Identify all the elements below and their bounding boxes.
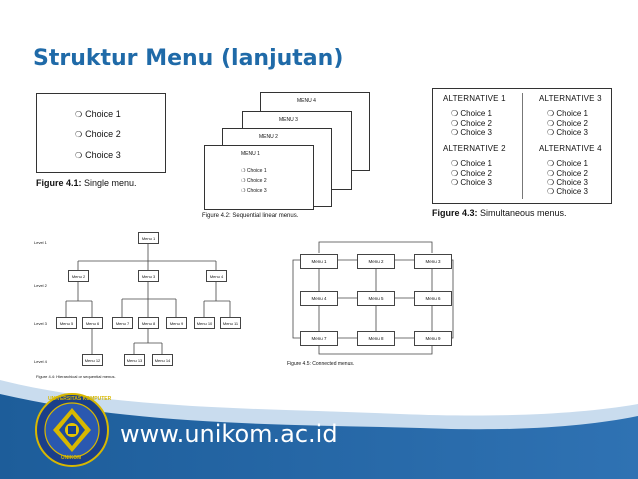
alternative-choice: ❍ Choice 1 xyxy=(547,109,588,118)
connected-node: Menu 4 xyxy=(300,291,338,306)
hierarchy-node: Menu 2 xyxy=(68,270,89,282)
menu-sheet-label: MENU 1 xyxy=(241,151,260,157)
hierarchy-node: Menu 13 xyxy=(124,354,145,366)
radio-icon: ❍ xyxy=(75,130,83,139)
alternative-choice: ❍ Choice 1 xyxy=(451,109,492,118)
alternative-choice: ❍ Choice 3 xyxy=(451,178,492,187)
university-seal: UNIVERSITAS KOMPUTER UNIKOM xyxy=(34,392,112,468)
hierarchy-node: Menu 10 xyxy=(194,317,215,329)
menu-sheet-1: MENU 1 ❍ Choice 1 ❍ Choice 2 ❍ Choice 3 xyxy=(204,145,314,210)
alternative-choice: ❍ Choice 1 xyxy=(547,159,588,168)
level-label: Level 3 xyxy=(34,321,47,326)
alternative-choice: ❍ Choice 3 xyxy=(547,187,588,196)
figure-4-2-caption: Figure 4.2: Sequential linear menus. xyxy=(202,213,299,219)
menu-sheet-label: MENU 2 xyxy=(259,134,278,140)
menu-sheet-label: MENU 3 xyxy=(279,117,298,123)
connected-node: Menu 7 xyxy=(300,331,338,346)
single-menu-figure: ❍Choice 1 ❍Choice 2 ❍Choice 3 xyxy=(36,93,166,173)
figure-4-5-caption: Figure 4.5: Connected menus. xyxy=(287,361,355,367)
hierarchy-node: Menu 11 xyxy=(220,317,241,329)
connected-node: Menu 8 xyxy=(357,331,395,346)
alternative-title: ALTERNATIVE 2 xyxy=(443,144,506,153)
hierarchy-node: Menu 7 xyxy=(112,317,133,329)
menu-sheet-label: MENU 4 xyxy=(297,98,316,104)
single-menu-choice: ❍Choice 2 xyxy=(75,129,121,139)
hierarchy-node: Menu 3 xyxy=(138,270,159,282)
level-label: Level 1 xyxy=(34,240,47,245)
hierarchy-node: Menu 4 xyxy=(206,270,227,282)
level-label: Level 4 xyxy=(34,359,47,364)
connected-node: Menu 2 xyxy=(357,254,395,269)
hierarchy-node: Menu 5 xyxy=(56,317,77,329)
alternative-choice: ❍ Choice 1 xyxy=(451,159,492,168)
alternative-choice: ❍ Choice 2 xyxy=(547,169,588,178)
alternative-title: ALTERNATIVE 3 xyxy=(539,94,602,103)
single-menu-choice: ❍Choice 1 xyxy=(75,109,121,119)
alternative-choice: ❍ Choice 2 xyxy=(451,169,492,178)
sheet-choice: ❍ Choice 3 xyxy=(241,188,267,194)
alternative-choice: ❍ Choice 3 xyxy=(451,128,492,137)
simultaneous-menus-figure: ALTERNATIVE 1 ❍ Choice 1 ❍ Choice 2 ❍ Ch… xyxy=(432,88,612,204)
slide-title: Struktur Menu (lanjutan) xyxy=(33,46,344,71)
alternative-choice: ❍ Choice 2 xyxy=(547,119,588,128)
figure-4-4-caption: Figure 4.4: Hierarchical or sequential m… xyxy=(36,374,116,379)
level-label: Level 2 xyxy=(34,283,47,288)
radio-icon: ❍ xyxy=(75,110,83,119)
figure-4-1-caption: Figure 4.1: Single menu. xyxy=(36,178,137,188)
alternative-choice: ❍ Choice 2 xyxy=(451,119,492,128)
hierarchy-node: Menu 1 xyxy=(138,232,159,244)
sheet-choice: ❍ Choice 2 xyxy=(241,178,267,184)
alternative-title: ALTERNATIVE 4 xyxy=(539,144,602,153)
alternative-choice: ❍ Choice 3 xyxy=(547,128,588,137)
alternative-choice: ❍ Choice 3 xyxy=(547,178,588,187)
connected-node: Menu 5 xyxy=(357,291,395,306)
footer-url[interactable]: www.unikom.ac.id xyxy=(120,420,338,448)
sheet-choice: ❍ Choice 1 xyxy=(241,168,267,174)
footer-wave xyxy=(0,380,638,479)
figure-4-3-caption: Figure 4.3: Simultaneous menus. xyxy=(432,208,567,218)
seal-top-text: UNIVERSITAS KOMPUTER xyxy=(48,396,112,402)
hierarchy-node: Menu 12 xyxy=(82,354,103,366)
radio-icon: ❍ xyxy=(75,151,83,160)
hierarchy-node: Menu 14 xyxy=(152,354,173,366)
seal-icon xyxy=(35,393,109,467)
connected-node: Menu 1 xyxy=(300,254,338,269)
seal-bottom-text: UNIKOM xyxy=(61,455,82,461)
hierarchy-node: Menu 9 xyxy=(166,317,187,329)
connected-node: Menu 6 xyxy=(414,291,452,306)
hierarchy-node: Menu 6 xyxy=(82,317,103,329)
connected-node: Menu 9 xyxy=(414,331,452,346)
hierarchy-node: Menu 8 xyxy=(138,317,159,329)
connected-node: Menu 3 xyxy=(414,254,452,269)
hierarchy-connectors xyxy=(65,243,231,354)
alternative-title: ALTERNATIVE 1 xyxy=(443,94,506,103)
column-divider xyxy=(522,93,523,199)
single-menu-choice: ❍Choice 3 xyxy=(75,150,121,160)
